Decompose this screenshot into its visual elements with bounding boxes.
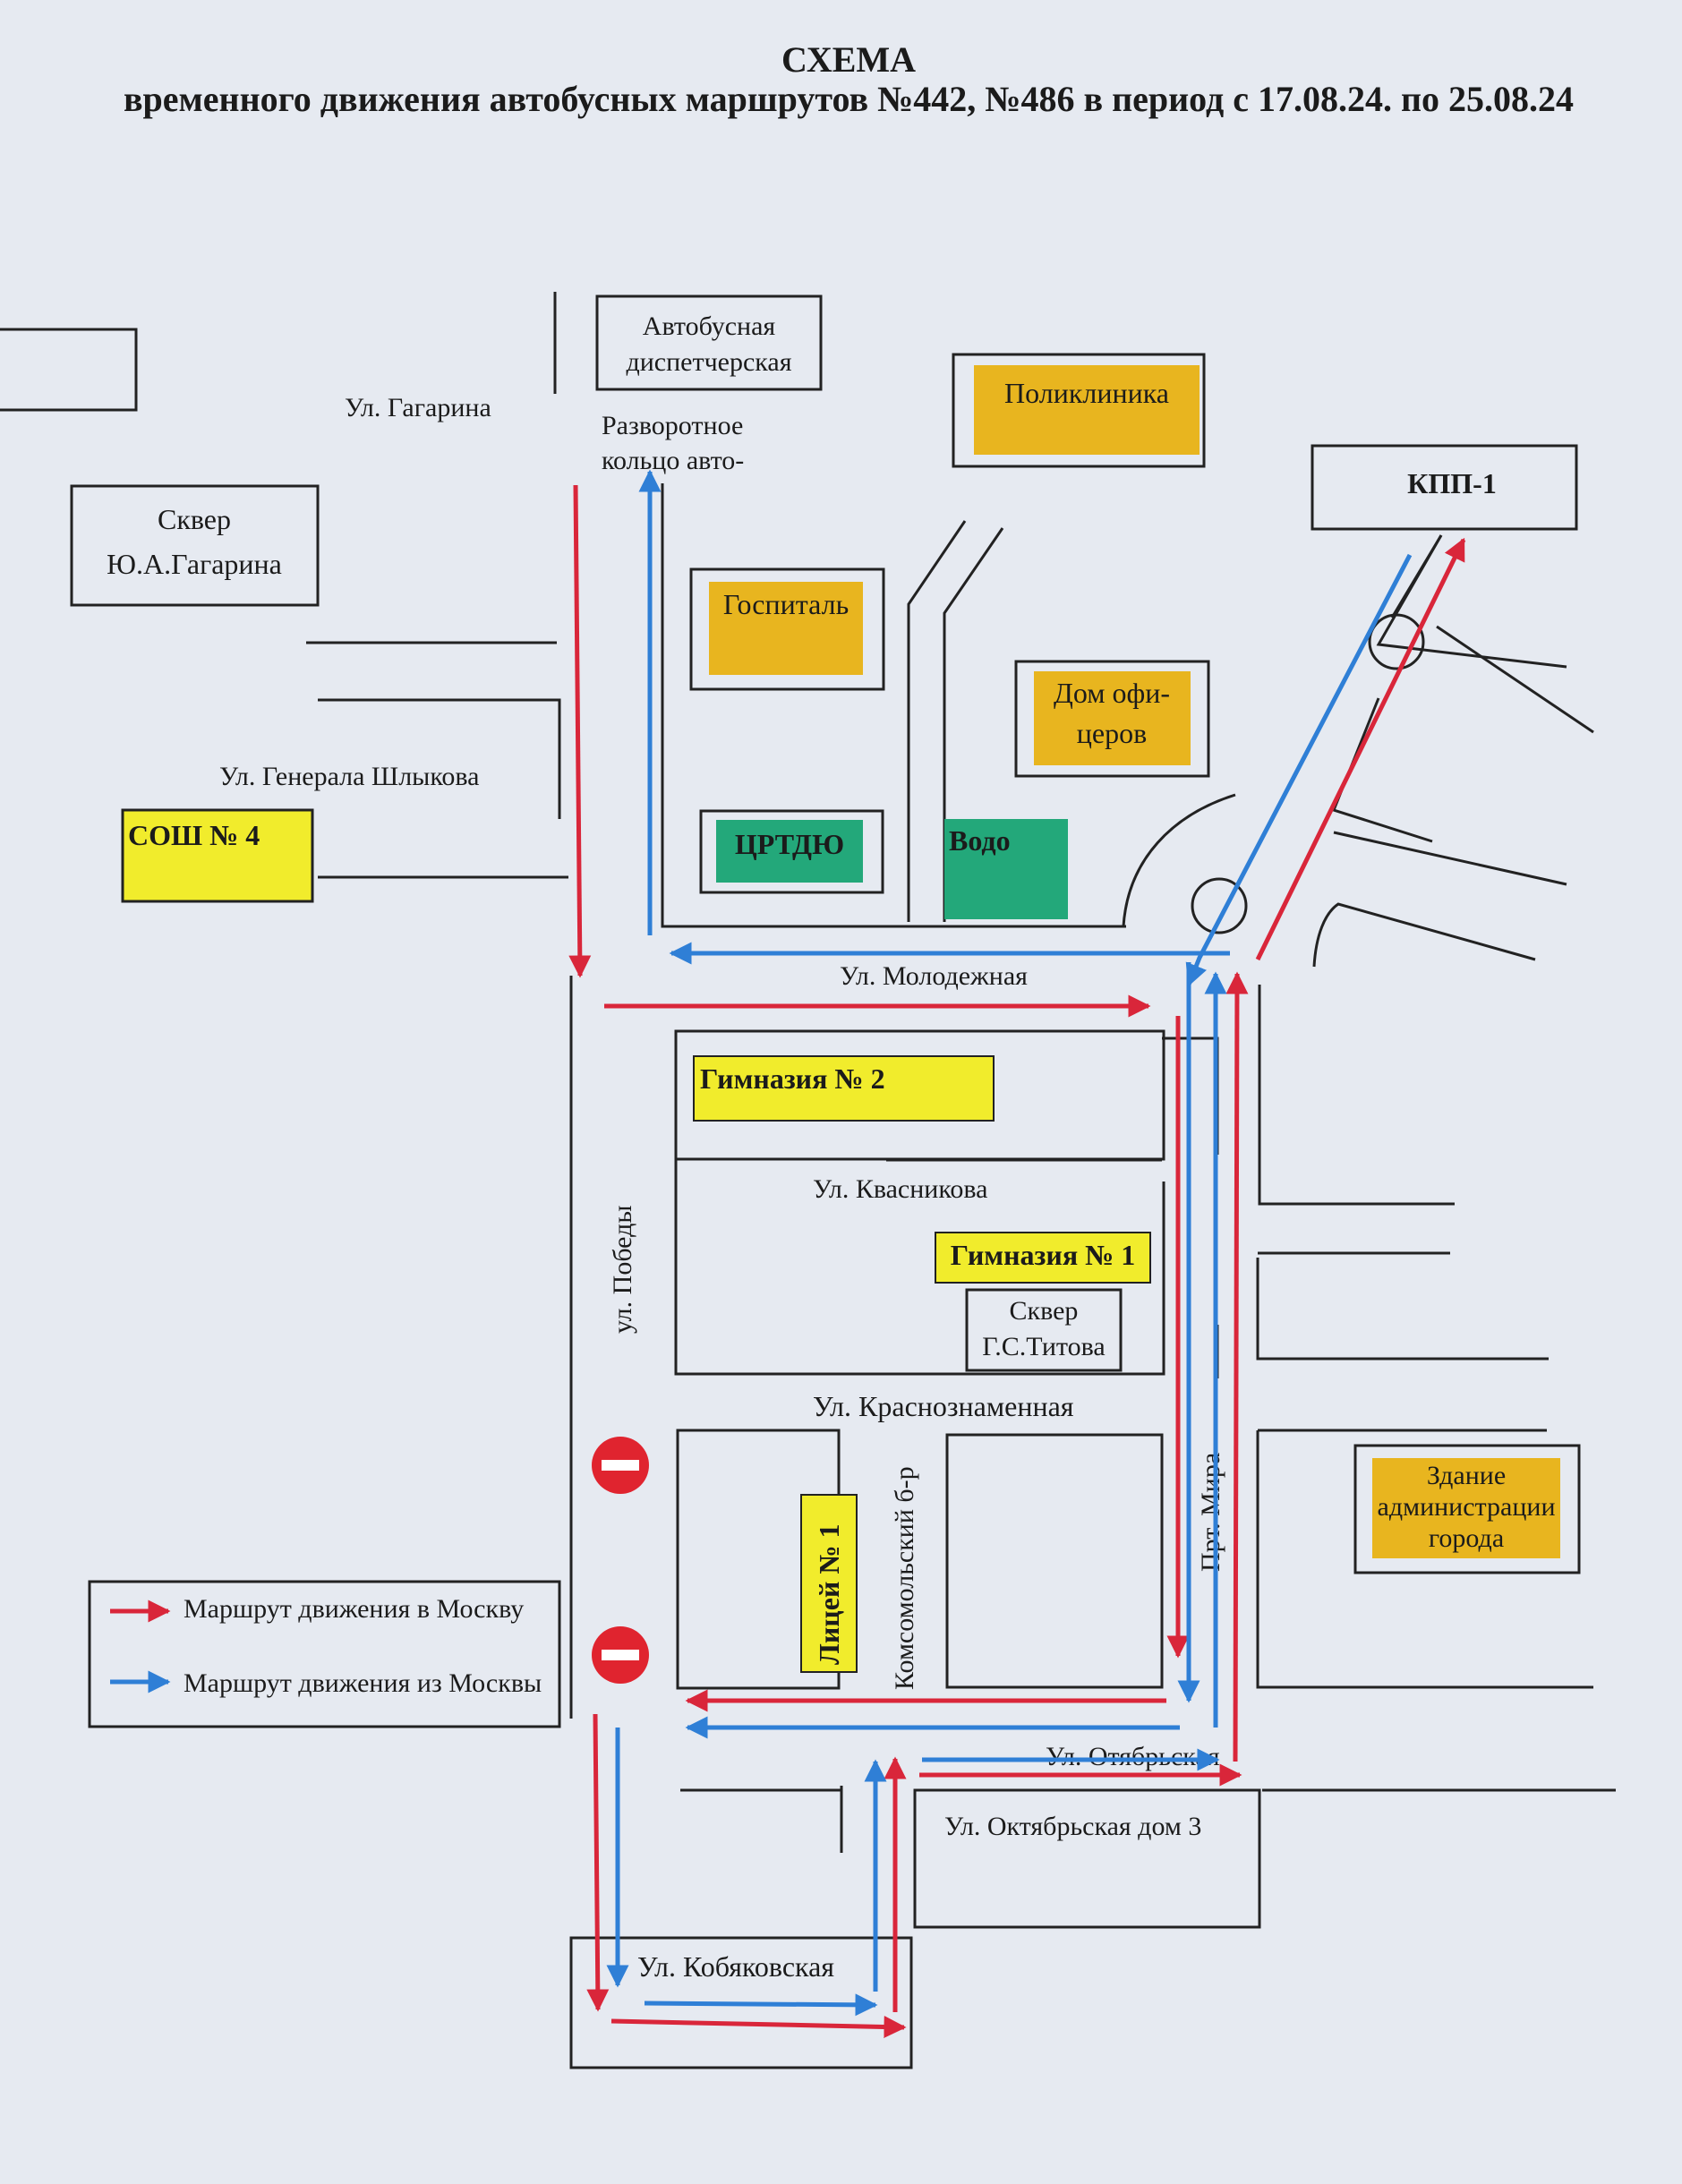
svg-text:КПП-1: КПП-1 [1407, 467, 1497, 499]
no-entry-icon [592, 1437, 649, 1494]
crtdyu: ЦРТДЮ [699, 809, 884, 894]
svg-text:Ул. Октябрьская дом 3: Ул. Октябрьская дом 3 [944, 1812, 1201, 1841]
svg-text:Гимназия № 2: Гимназия № 2 [700, 1062, 885, 1095]
map-title: СХЕМА [781, 39, 916, 80]
svg-text:Автобусная: Автобусная [643, 311, 776, 341]
svg-text:Ю.А.Гагарина: Ю.А.Гагарина [107, 548, 282, 580]
gymnasium-2: Гимназия № 2 [693, 1055, 995, 1122]
route-to-moscow [568, 484, 1466, 2039]
route-from-moscow [606, 469, 1413, 2017]
svg-text:Ул. Кобяковская: Ул. Кобяковская [637, 1950, 834, 1983]
street-molodezhnaya: Ул. Молодежная [840, 961, 1028, 991]
oktyabrskaya-3: Ул. Октябрьская дом 3 [913, 1788, 1261, 1929]
svg-text:Г.С.Титова: Г.С.Титова [982, 1332, 1105, 1361]
legend: Маршрут движения в Москву Маршрут движен… [88, 1580, 561, 1728]
street-mira: Прт. Мира [1196, 1453, 1225, 1572]
street-gagarina: Ул. Гагарина [345, 393, 491, 422]
street-krasnoznamennaya: Ул. Краснознаменная [813, 1390, 1074, 1422]
turnaround-line2: кольцо авто- [602, 446, 744, 475]
kpp-1: КПП-1 [1311, 444, 1578, 531]
block-komsomolsky [945, 1433, 1164, 1689]
admin-building: Здание администрации города [1353, 1444, 1581, 1574]
dom-oficerov: Дом офи- церов [1014, 660, 1210, 778]
svg-text:СОШ № 4: СОШ № 4 [128, 819, 260, 851]
gospital: Госпиталь [689, 567, 885, 691]
svg-text:Гимназия № 1: Гимназия № 1 [951, 1239, 1136, 1271]
legend-from-moscow: Маршрут движения из Москвы [184, 1668, 542, 1698]
bus-dispatch: Автобусная диспетчерская [595, 294, 823, 391]
svg-text:Поликлиника: Поликлиника [1004, 377, 1169, 409]
roundabout-icon [1368, 613, 1425, 670]
gymnasium-1: Гимназия № 1 [935, 1232, 1151, 1284]
street-kvasnikova: Ул. Квасникова [813, 1174, 987, 1204]
svg-text:Госпиталь: Госпиталь [723, 588, 849, 620]
block-gymn1 [674, 1159, 1165, 1376]
legend-to-moscow: Маршрут движения в Москву [184, 1594, 524, 1624]
svg-text:церов: церов [1077, 717, 1147, 749]
turnaround-line1: Разворотное [602, 411, 743, 440]
map-subtitle: временного движения автобусных маршрутов… [124, 79, 1574, 119]
kobyakovskaya: Ул. Кобяковская [569, 1936, 913, 2069]
svg-text:Сквер: Сквер [158, 503, 231, 535]
svg-text:Здание: Здание [1427, 1461, 1506, 1490]
svg-text:Сквер: Сквер [1010, 1296, 1079, 1326]
no-entry-icon [592, 1626, 649, 1684]
roundabout-icon [1191, 877, 1248, 934]
svg-text:диспетчерская: диспетчерская [626, 347, 791, 377]
svg-text:Лицей № 1: Лицей № 1 [813, 1523, 845, 1665]
skver-gagarina: Сквер Ю.А.Гагарина [70, 484, 320, 607]
street-shlykova: Ул. Генерала Шлыкова [219, 762, 479, 791]
road-outlines [0, 292, 1616, 1853]
lyceum-1: Лицей № 1 [800, 1494, 858, 1673]
svg-text:администрации: администрации [1378, 1492, 1556, 1522]
svg-text:ЦРТДЮ: ЦРТДЮ [735, 828, 844, 860]
poliklinika: Поликлиника [952, 353, 1206, 468]
street-oktyabrskaya: Ул. Отябрьская [1046, 1742, 1220, 1771]
svg-text:города: города [1429, 1523, 1504, 1553]
svg-text:Водо: Водо [949, 824, 1011, 857]
block-gymn2 [674, 1029, 1165, 1161]
sosh-4: СОШ № 4 [121, 808, 314, 903]
street-komsomolsky: Комсомольский б-р [890, 1466, 919, 1690]
skver-titova: Сквер Г.С.Титова [965, 1288, 1123, 1372]
svg-text:Дом офи-: Дом офи- [1054, 677, 1170, 709]
vodo: Водо [944, 819, 1068, 919]
street-pobedy: ул. Победы [608, 1205, 637, 1334]
